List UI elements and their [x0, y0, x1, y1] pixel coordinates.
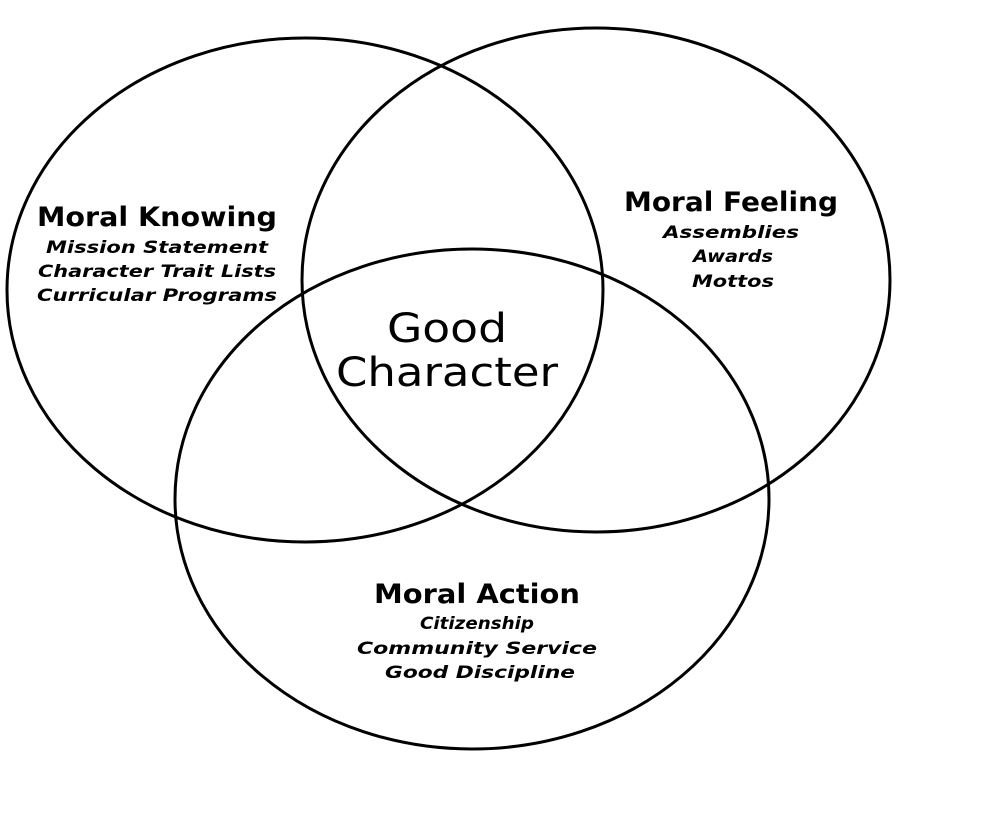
moral-action-item: Community Service: [357, 639, 597, 659]
moral-feeling-circle: [300, 26, 892, 534]
moral-feeling-group: Moral Feeling Assemblies Awards Mottos: [624, 187, 838, 292]
moral-knowing-title: Moral Knowing: [37, 202, 277, 233]
moral-feeling-item: Assemblies: [660, 223, 799, 243]
moral-knowing-circle: [5, 36, 605, 544]
good-character-center: Good Character: [336, 306, 559, 396]
moral-action-circle: [173, 247, 771, 751]
moral-action-group: Moral Action Citizenship Community Servi…: [357, 579, 597, 683]
moral-knowing-item: Mission Statement: [46, 238, 269, 258]
moral-feeling-item: Mottos: [692, 272, 774, 292]
moral-knowing-item: Curricular Programs: [37, 286, 277, 306]
moral-feeling-title: Moral Feeling: [624, 187, 838, 218]
moral-action-title: Moral Action: [374, 579, 580, 610]
moral-knowing-item: Character Trait Lists: [38, 262, 276, 282]
center-label-line: Character: [336, 350, 559, 396]
center-label-line: Good: [387, 306, 507, 352]
moral-action-item: Good Discipline: [385, 663, 575, 683]
moral-feeling-item: Awards: [691, 247, 773, 267]
moral-knowing-group: Moral Knowing Mission Statement Characte…: [37, 202, 277, 306]
moral-action-item: Citizenship: [420, 614, 534, 634]
